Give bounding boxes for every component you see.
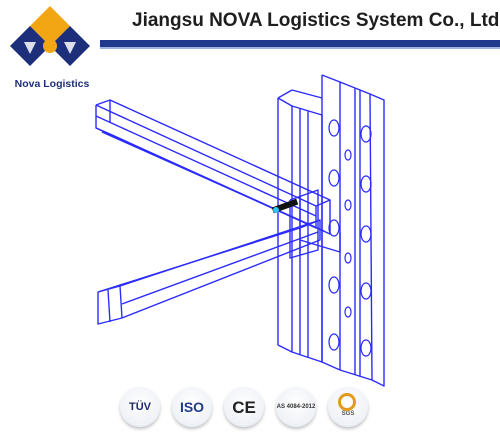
company-name: Jiangsu NOVA Logistics System Co., Ltd [132, 10, 500, 31]
logo-label: Nova Logistics [14, 78, 90, 90]
upright-slots [328, 119, 372, 357]
ce-badge-label: CE [232, 397, 256, 417]
sgs-badge: SGS [328, 387, 368, 427]
sgs-ring-icon [338, 393, 356, 411]
header-rule-accent [100, 47, 500, 49]
header-rule [100, 40, 500, 47]
certification-row: TÜV ISO CE AS 4084-2012 SGS [120, 380, 380, 434]
lower-beam [97, 219, 341, 325]
safety-lock-pin [271, 198, 299, 214]
beam-connector [289, 189, 319, 259]
upright-column [277, 74, 385, 387]
iaf-badge-label: AS 4084-2012 [276, 404, 316, 410]
sgs-badge-label: SGS [341, 411, 355, 417]
iso-badge: ISO [172, 387, 212, 427]
iso-badge-label: ISO [179, 399, 205, 415]
ce-badge: CE [224, 387, 264, 427]
upper-beam [95, 99, 331, 235]
iaf-badge: AS 4084-2012 [276, 387, 316, 427]
tuv-badge-label: TÜV [129, 400, 151, 413]
nova-logistics-logo [10, 6, 90, 66]
tuv-badge: TÜV [120, 387, 160, 427]
